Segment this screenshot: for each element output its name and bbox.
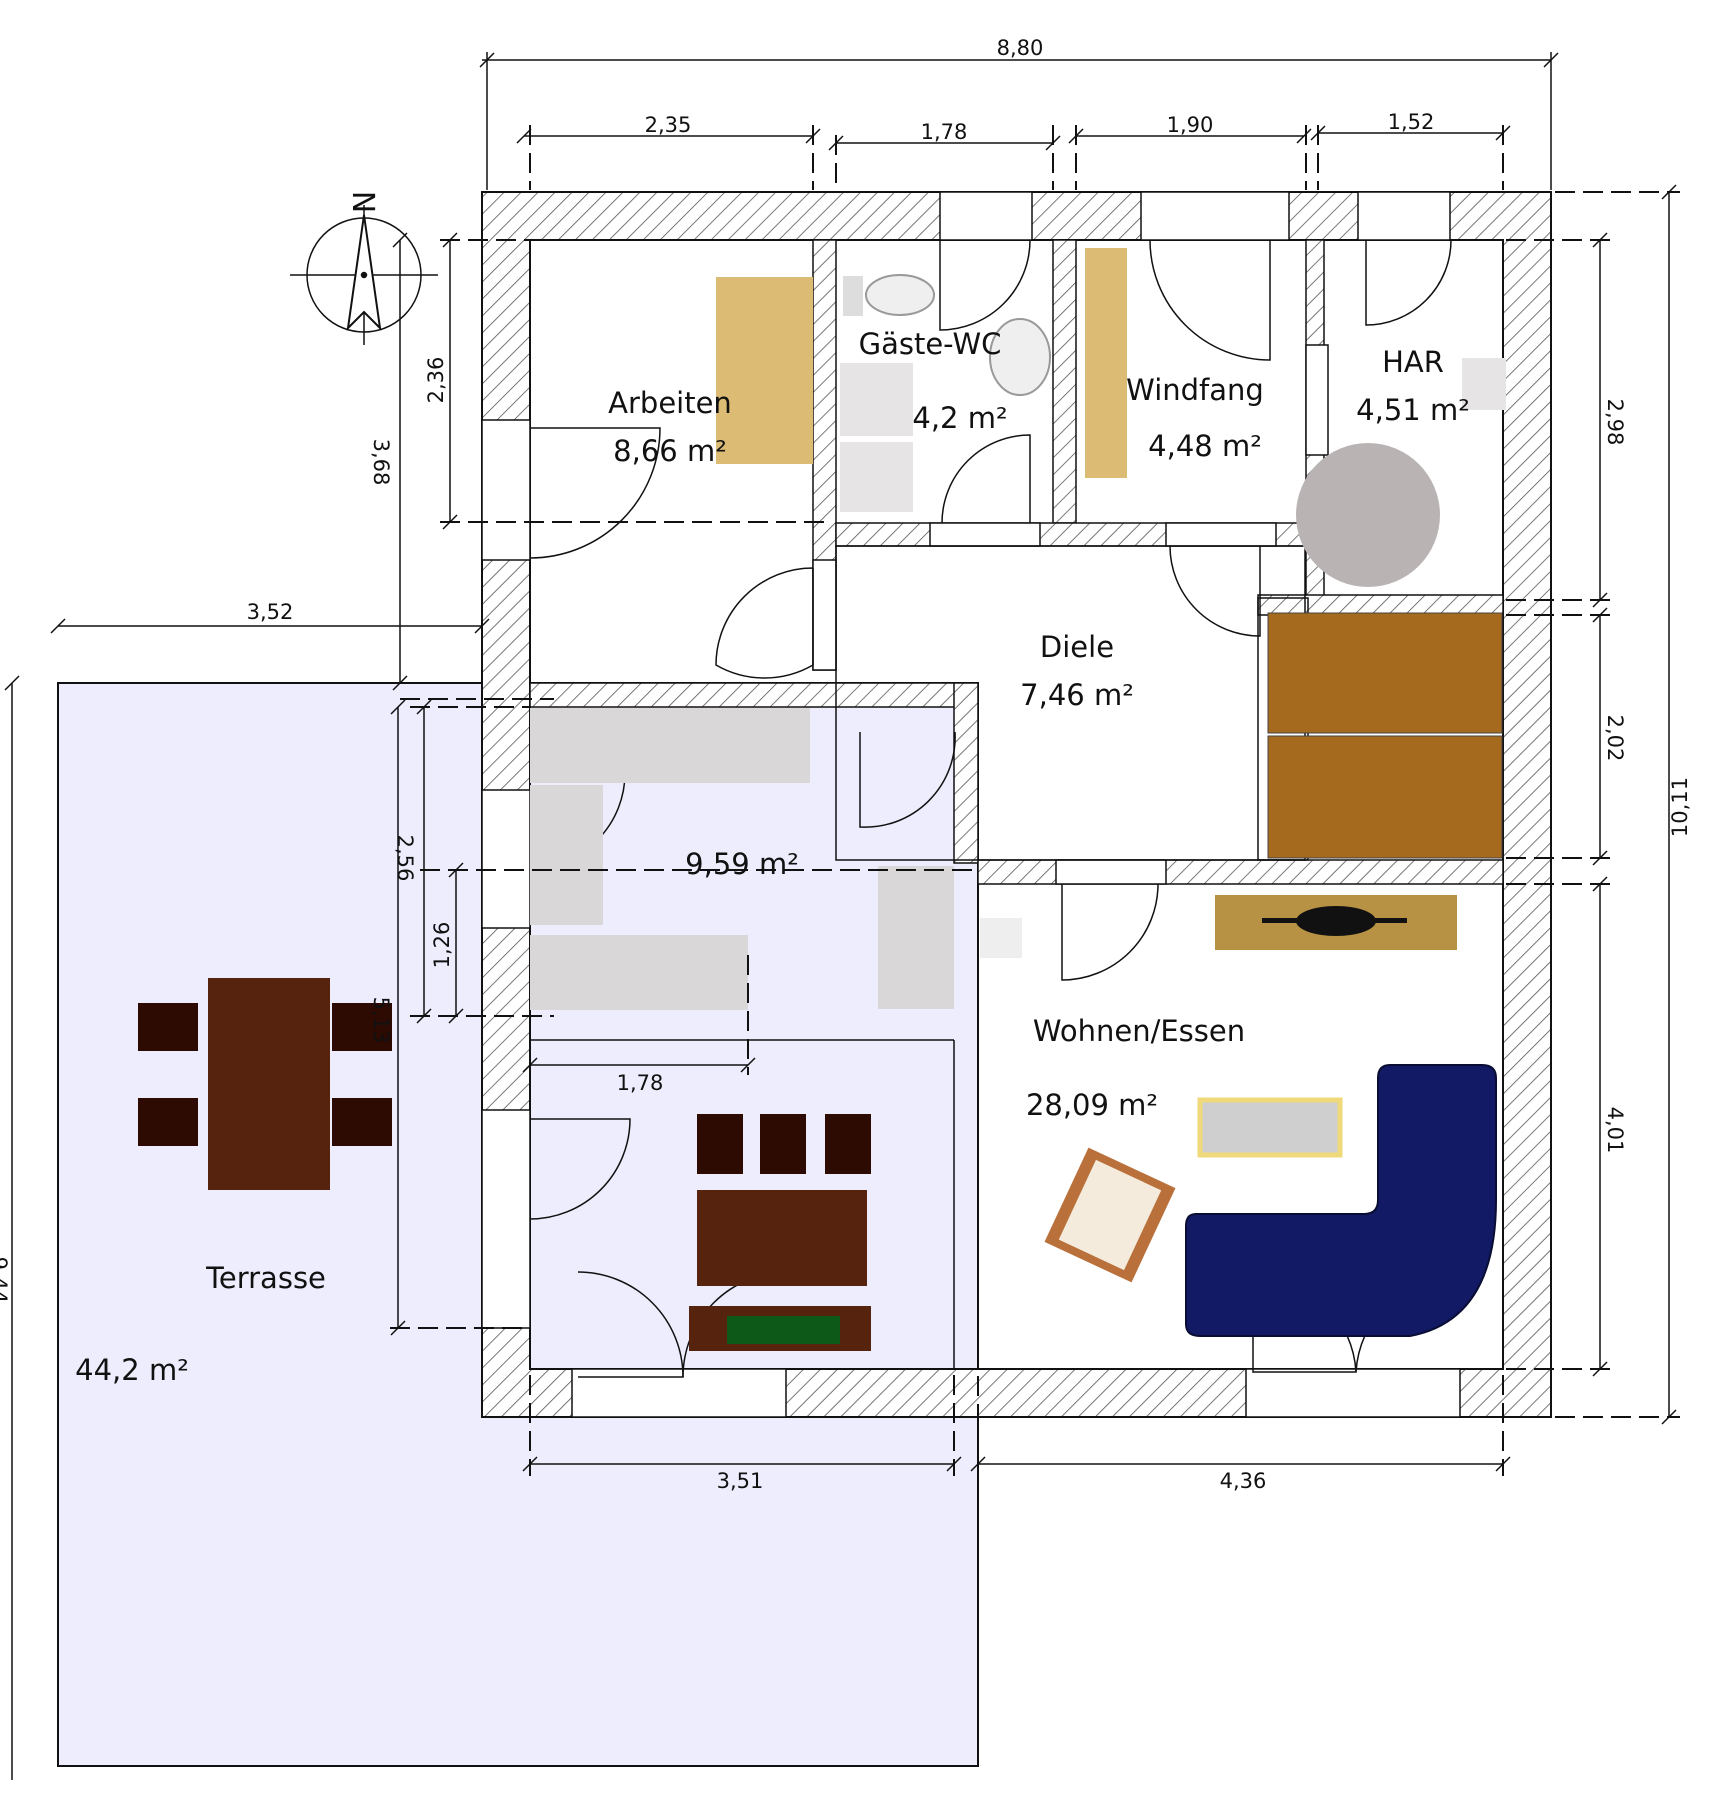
room-windfang-name: Windfang (1126, 373, 1264, 407)
dim-top-total: 8,80 (997, 36, 1044, 60)
room-diele-name: Diele (1040, 630, 1114, 664)
stool-3 (825, 1114, 871, 1174)
dim-left-368: 3,68 (369, 439, 393, 486)
terrace-chair-4 (332, 1098, 392, 1146)
dim-top-2: 1,78 (921, 120, 968, 144)
armchair (1044, 1147, 1176, 1283)
dim-bottom-436: 4,36 (1220, 1469, 1267, 1493)
shelf-windfang (1085, 248, 1127, 478)
dim-top-1: 2,35 (645, 113, 692, 137)
room-diele-area: 7,46 m² (1020, 678, 1134, 712)
har-box (1462, 358, 1506, 410)
dim-terrace-top: 3,52 (247, 600, 294, 624)
wardrobe-top (1267, 612, 1503, 734)
sliding-door (1305, 344, 1329, 456)
dim-left-944: 9,44 (0, 1257, 11, 1304)
dim-bottom-351: 3,51 (717, 1469, 764, 1493)
toilet (865, 274, 935, 316)
dining-table-inner (697, 1190, 867, 1286)
fridge (878, 866, 954, 1009)
dim-right-298: 2,98 (1603, 399, 1627, 446)
small-cabinet (980, 918, 1022, 958)
dimension-ticks (4, 52, 1677, 1472)
tv-stand (1262, 918, 1407, 923)
wash-basin (989, 318, 1051, 396)
stool-2 (760, 1114, 806, 1174)
room-arbeiten-area: 8,66 m² (613, 434, 727, 468)
har-boiler (1296, 443, 1440, 587)
room-wohnen-name: Wohnen/Essen (1033, 1014, 1245, 1048)
room-har-area: 4,51 m² (1356, 393, 1470, 427)
kitchen-counter-top (530, 708, 810, 783)
dim-left-236: 2,36 (424, 357, 448, 404)
desk (716, 277, 813, 464)
bench-cushion (727, 1316, 840, 1344)
room-gaeste-wc-area: 4,2 m² (912, 401, 1007, 435)
room-har-name: HAR (1382, 345, 1444, 379)
room-terrasse-name: Terrasse (205, 1261, 326, 1295)
room-kueche-area: 9,59 m² (685, 847, 799, 881)
room-gaeste-wc-name: Gäste-WC (859, 327, 1002, 361)
kitchen-counter-left (530, 785, 603, 925)
sofa (1185, 1064, 1497, 1337)
dim-inner-178: 1,78 (617, 1071, 664, 1095)
wc-cabinet-1 (840, 363, 913, 436)
dim-top-4: 1,52 (1388, 110, 1435, 134)
room-arbeiten-name: Arbeiten (608, 386, 732, 420)
dim-right-1011: 10,11 (1668, 777, 1692, 837)
stool-1 (697, 1114, 743, 1174)
dim-right-401: 4,01 (1603, 1107, 1627, 1154)
partition-lines (530, 884, 979, 1369)
dim-right-202: 2,02 (1603, 715, 1627, 762)
dimension-lines (11, 52, 1670, 1780)
room-wohnen-area: 28,09 m² (1026, 1088, 1158, 1122)
wc-cabinet-2 (840, 442, 913, 512)
kitchen-counter-bottom (530, 935, 748, 1010)
terrace-chair-1 (138, 1003, 198, 1051)
room-windfang-area: 4,48 m² (1148, 429, 1262, 463)
terrace-table (208, 978, 330, 1190)
coffee-table (1197, 1097, 1343, 1158)
furniture (138, 248, 1506, 1351)
dim-left-513: 5,13 (369, 997, 393, 1044)
terrace-chair-2 (138, 1098, 198, 1146)
dim-top-3: 1,90 (1167, 113, 1214, 137)
room-terrasse-area: 44,2 m² (75, 1353, 189, 1387)
wardrobe-bottom (1267, 735, 1503, 859)
dim-left-256: 2,56 (393, 835, 417, 882)
terrace-chair-3 (332, 1003, 392, 1051)
toilet-tank (843, 276, 863, 316)
dim-left-126: 1,26 (430, 922, 454, 969)
north-label: N (345, 191, 380, 213)
compass-icon (290, 205, 438, 345)
